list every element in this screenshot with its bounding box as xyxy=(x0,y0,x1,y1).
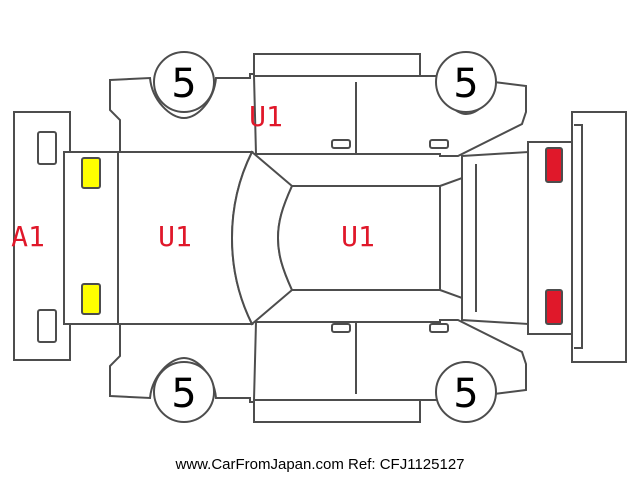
wheel-front-right: 5 xyxy=(153,361,215,423)
front-right-lamp xyxy=(81,283,101,315)
wheel-front-right-score: 5 xyxy=(171,371,196,417)
front-left-lamp xyxy=(81,157,101,189)
wheel-rear-left-score: 5 xyxy=(453,61,478,107)
left-side-damage-code: U1 xyxy=(249,100,283,133)
rear-left-lamp xyxy=(545,147,563,183)
wheel-rear-right-score: 5 xyxy=(453,371,478,417)
rear-right-lamp xyxy=(545,289,563,325)
wheel-rear-left: 5 xyxy=(435,51,497,113)
hood-damage-code: U1 xyxy=(158,220,192,253)
hood-panel xyxy=(63,151,254,325)
rear-bumper xyxy=(571,111,627,363)
front-bumper-damage-code: A1 xyxy=(11,220,45,253)
front-bumper xyxy=(13,111,71,361)
wheel-front-left: 5 xyxy=(153,51,215,113)
wheel-front-left-score: 5 xyxy=(171,61,196,107)
cabin-top-view xyxy=(230,141,573,335)
source-reference: www.CarFromJapan.com Ref: CFJ1125127 xyxy=(175,456,465,473)
roof-damage-code: U1 xyxy=(341,220,375,253)
wheel-rear-right: 5 xyxy=(435,361,497,423)
